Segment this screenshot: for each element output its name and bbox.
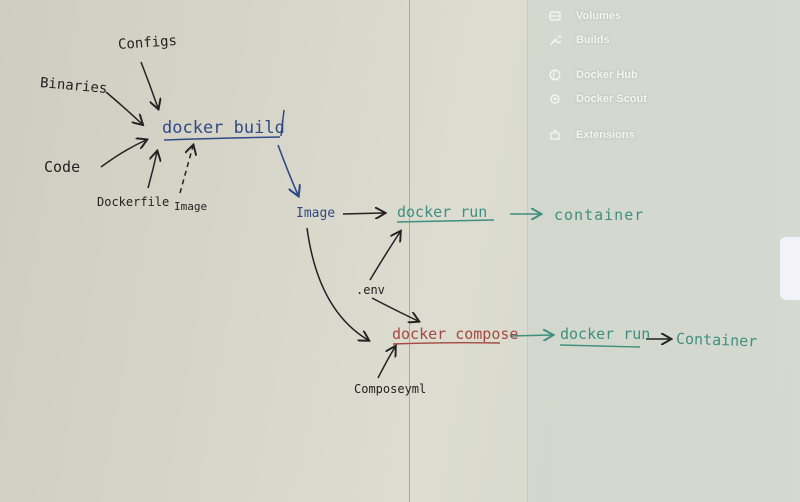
label-image: Image bbox=[296, 206, 336, 221]
label-docker-run-top: docker run bbox=[397, 203, 488, 221]
projected-sidebar-area bbox=[527, 0, 800, 502]
sidebar-item-extensions[interactable]: Extensions bbox=[549, 126, 635, 144]
hub-icon bbox=[549, 69, 561, 81]
sidebar-item-label: Builds bbox=[576, 34, 610, 46]
sidebar-item-label: Docker Hub bbox=[576, 69, 638, 81]
volume-icon bbox=[549, 10, 561, 22]
puzzle-icon bbox=[549, 129, 561, 141]
label-docker-build: docker build bbox=[162, 118, 285, 138]
label-container-top: container bbox=[554, 206, 645, 224]
label-image-small: Image bbox=[174, 200, 208, 213]
collapsed-side-tab[interactable] bbox=[780, 237, 800, 300]
label-code: Code bbox=[44, 158, 81, 176]
projection-edge bbox=[527, 0, 528, 502]
sidebar-item-label: Extensions bbox=[576, 129, 635, 141]
sidebar-item-docker-hub[interactable]: Docker Hub bbox=[549, 66, 638, 84]
label-env: .env bbox=[356, 283, 385, 297]
sidebar-item-label: Volumes bbox=[576, 10, 622, 22]
sidebar-item-builds[interactable]: Builds bbox=[549, 31, 610, 49]
scout-icon bbox=[549, 93, 561, 105]
sidebar-item-volumes[interactable]: Volumes bbox=[549, 7, 621, 25]
sidebar-item-docker-scout[interactable]: Docker Scout bbox=[549, 90, 647, 108]
sidebar-item-label: Docker Scout bbox=[576, 93, 647, 105]
label-compose-yml: Composeyml bbox=[354, 382, 427, 396]
wrench-icon bbox=[549, 34, 561, 46]
board-panel-seam bbox=[409, 0, 410, 502]
label-docker-compose: docker compose bbox=[392, 325, 519, 343]
label-docker-run-bottom: docker run bbox=[560, 325, 651, 343]
label-container-bottom: Container bbox=[675, 329, 758, 351]
label-dockerfile: Dockerfile bbox=[97, 195, 170, 209]
